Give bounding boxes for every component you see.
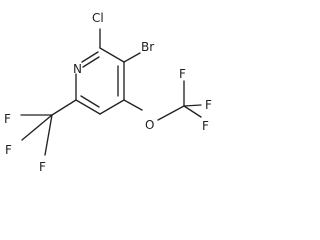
atom-n-label: N bbox=[73, 62, 82, 76]
atom-cl-label: Cl bbox=[92, 11, 104, 25]
bond-cf3-f-left-low bbox=[21, 114, 53, 141]
bond-cf3-f-right-mid bbox=[183, 104, 202, 107]
atom-f-left-low-label: F bbox=[5, 143, 12, 157]
chemical-structure: N Cl Br O F F F F F F bbox=[4, 11, 212, 174]
bond-c5-c6-outer bbox=[75, 99, 101, 115]
bond-o-cf3 bbox=[157, 105, 185, 121]
atom-f-right-mid-label: F bbox=[205, 98, 212, 112]
bond-n-c2-inner bbox=[82, 56, 100, 68]
bond-c4-c5 bbox=[99, 99, 125, 115]
bond-c3-br bbox=[123, 52, 141, 63]
bond-c5-c6-inner bbox=[80, 95, 100, 108]
bond-c4-o bbox=[123, 99, 143, 111]
bond-cf3-f-bottom bbox=[44, 114, 53, 156]
atom-labels: N Cl Br O F F F F F F bbox=[4, 11, 212, 174]
bond-n-c2 bbox=[81, 51, 99, 63]
atom-f-left-mid-label: F bbox=[4, 112, 11, 126]
bond-c6-cf3 bbox=[51, 99, 77, 116]
bond-cf3-f-right-low bbox=[183, 105, 202, 118]
bond-c2-c3 bbox=[99, 47, 125, 63]
atom-br-label: Br bbox=[141, 40, 154, 54]
atom-f-right-low-label: F bbox=[202, 119, 209, 133]
atom-o-label: O bbox=[145, 118, 154, 132]
atom-f-bottom-label: F bbox=[39, 160, 46, 174]
bonds bbox=[20, 28, 202, 156]
atom-f-top-label: F bbox=[179, 67, 186, 81]
